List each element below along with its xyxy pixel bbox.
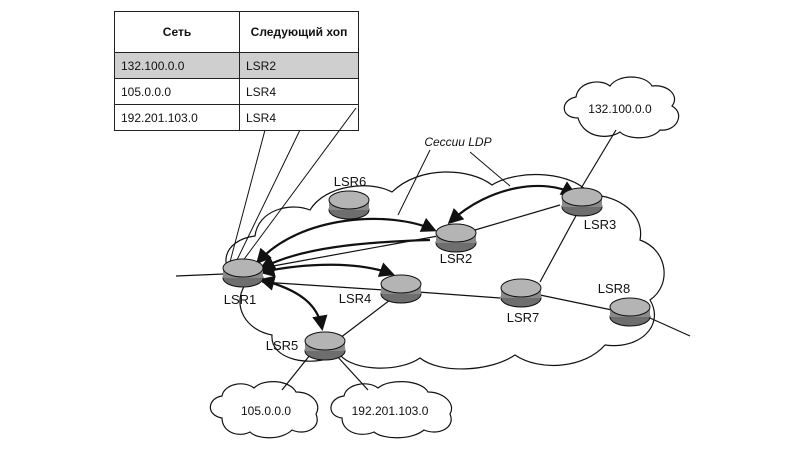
cloud-net-105 xyxy=(209,381,319,439)
sessions-label: Сессии LDP xyxy=(424,135,491,149)
network-label-132: 132.100.0.0 xyxy=(588,102,652,116)
router-lsr5 xyxy=(304,331,346,361)
sessions-label-pointers xyxy=(397,149,511,216)
cloud-net-132 xyxy=(563,76,680,139)
router-label-lsr4: LSR4 xyxy=(339,291,372,306)
network-label-105: 105.0.0.0 xyxy=(241,404,291,418)
cell-next-hop: LSR4 xyxy=(239,104,359,131)
router-label-lsr8: LSR8 xyxy=(598,281,631,296)
router-label-lsr7: LSR7 xyxy=(507,310,540,325)
cell-next-hop: LSR2 xyxy=(239,52,359,79)
ldp-session-arrows xyxy=(255,181,577,332)
router-lsr6 xyxy=(328,190,370,220)
header-next-hop: Следующий хоп xyxy=(239,11,359,53)
router-label-lsr2: LSR2 xyxy=(440,251,473,266)
table-header-row: Сеть Следующий хоп xyxy=(114,11,359,53)
router-label-lsr3: LSR3 xyxy=(584,217,617,232)
router-label-lsr5: LSR5 xyxy=(266,338,299,353)
cloud-net-192 xyxy=(330,381,453,439)
cell-network: 105.0.0.0 xyxy=(114,78,240,105)
router-label-lsr6: LSR6 xyxy=(334,174,367,189)
router-lsr3 xyxy=(561,187,603,217)
table-row: 132.100.0.0 LSR2 xyxy=(114,52,359,79)
router-lsr2 xyxy=(435,223,477,253)
router-label-lsr1: LSR1 xyxy=(224,292,257,307)
table-row: 105.0.0.0 LSR4 xyxy=(114,78,359,105)
router-lsr4 xyxy=(380,274,422,304)
cell-network: 192.201.103.0 xyxy=(114,104,240,131)
header-network: Сеть xyxy=(114,11,240,53)
router-lsr8 xyxy=(609,297,651,327)
routing-table: Сеть Следующий хоп 132.100.0.0 LSR2 105.… xyxy=(114,11,359,131)
router-lsr1 xyxy=(222,258,264,288)
cell-next-hop: LSR4 xyxy=(239,78,359,105)
table-row: 192.201.103.0 LSR4 xyxy=(114,104,359,131)
router-lsr7 xyxy=(500,278,542,308)
network-label-192: 192.201.103.0 xyxy=(352,404,429,418)
cell-network: 132.100.0.0 xyxy=(114,52,240,79)
